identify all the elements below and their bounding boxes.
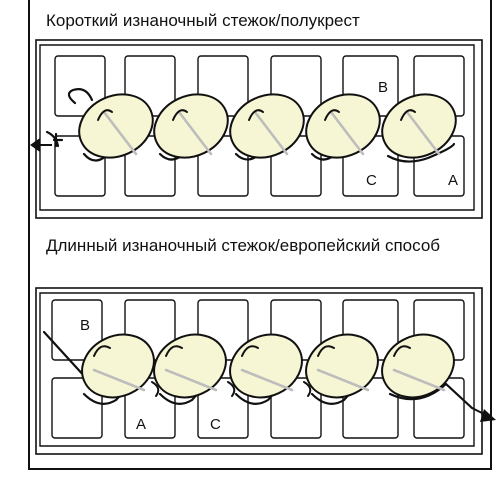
diagram-1-label-c: C [366, 172, 377, 189]
diagram-2-label-a: A [136, 416, 146, 433]
diagram-2-stitches [81, 333, 455, 399]
diagram-2-front-crossings [93, 345, 411, 397]
diagram-1-back-threads [102, 110, 441, 156]
diagram-1-left-arrow-icon [30, 138, 40, 152]
diagram-1-stitches [78, 93, 457, 159]
diagram-2-label-c: C [210, 416, 221, 433]
diagram-1-inner-border [39, 44, 475, 211]
diagram-1-front-crossings [97, 109, 416, 121]
diagram-1-label-a: A [448, 172, 458, 189]
diagram-1-short-back-stitch: B C A [30, 39, 483, 219]
diagram-1-title: Короткий изнаночный стежок/полукрест [46, 11, 360, 30]
diagram-2-outer-border [35, 287, 483, 455]
diagram-2-label-b: B [80, 317, 90, 334]
page-frame [28, 0, 492, 470]
diagram-2-long-back-stitch: B A C [35, 287, 496, 455]
diagram-2-back-threads [92, 368, 446, 392]
diagram-2-right-arrow-icon [480, 409, 496, 422]
diagram-1-label-b: B [378, 79, 388, 96]
diagram-2-title: Длинный изнаночный стежок/европейский сп… [46, 236, 441, 255]
diagram-2-inner-border [39, 292, 475, 447]
diagram-1-outer-border [35, 39, 483, 219]
